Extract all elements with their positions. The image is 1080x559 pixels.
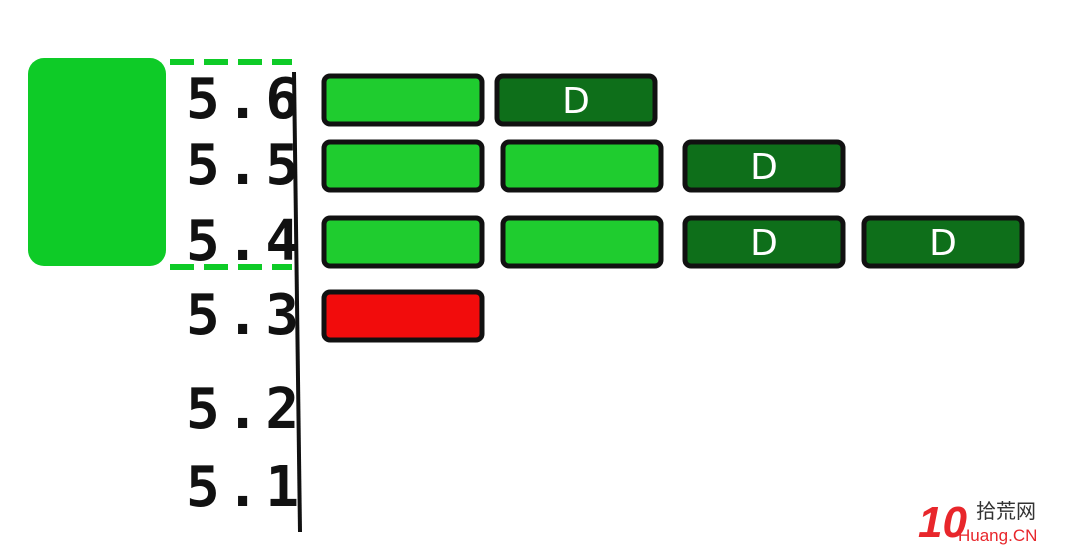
green-order-block bbox=[321, 139, 485, 193]
price-label-5-1: 5.1 bbox=[186, 455, 306, 520]
watermark-logo: 10 拾荒网 Huang.CN bbox=[918, 501, 1068, 549]
block-mark-d: D bbox=[750, 223, 778, 264]
price-label-5-3: 5.3 bbox=[186, 283, 306, 348]
green-order-block bbox=[321, 215, 485, 269]
price-zone-block bbox=[28, 58, 166, 266]
price-label-5-5: 5.5 bbox=[186, 133, 306, 198]
dark-green-order-block bbox=[682, 139, 846, 193]
red-order-block bbox=[321, 289, 485, 343]
block-mark-d: D bbox=[929, 223, 957, 264]
dark-green-order-block bbox=[682, 215, 846, 269]
price-label-5-2: 5.2 bbox=[186, 377, 306, 442]
green-order-block bbox=[321, 73, 485, 127]
watermark-number: 10 bbox=[918, 498, 967, 547]
green-order-block bbox=[500, 139, 664, 193]
dark-green-order-block bbox=[861, 215, 1025, 269]
price-axis-line bbox=[292, 71, 302, 533]
watermark-en-text: Huang.CN bbox=[958, 526, 1038, 545]
watermark-cn-text: 拾荒网 bbox=[976, 499, 1036, 523]
block-mark-d: D bbox=[750, 147, 778, 188]
dark-green-order-block bbox=[494, 73, 658, 127]
green-order-block bbox=[500, 215, 664, 269]
price-label-5-4: 5.4 bbox=[186, 209, 306, 274]
block-mark-d: D bbox=[562, 81, 590, 122]
price-label-5-6: 5.6 bbox=[186, 67, 306, 132]
